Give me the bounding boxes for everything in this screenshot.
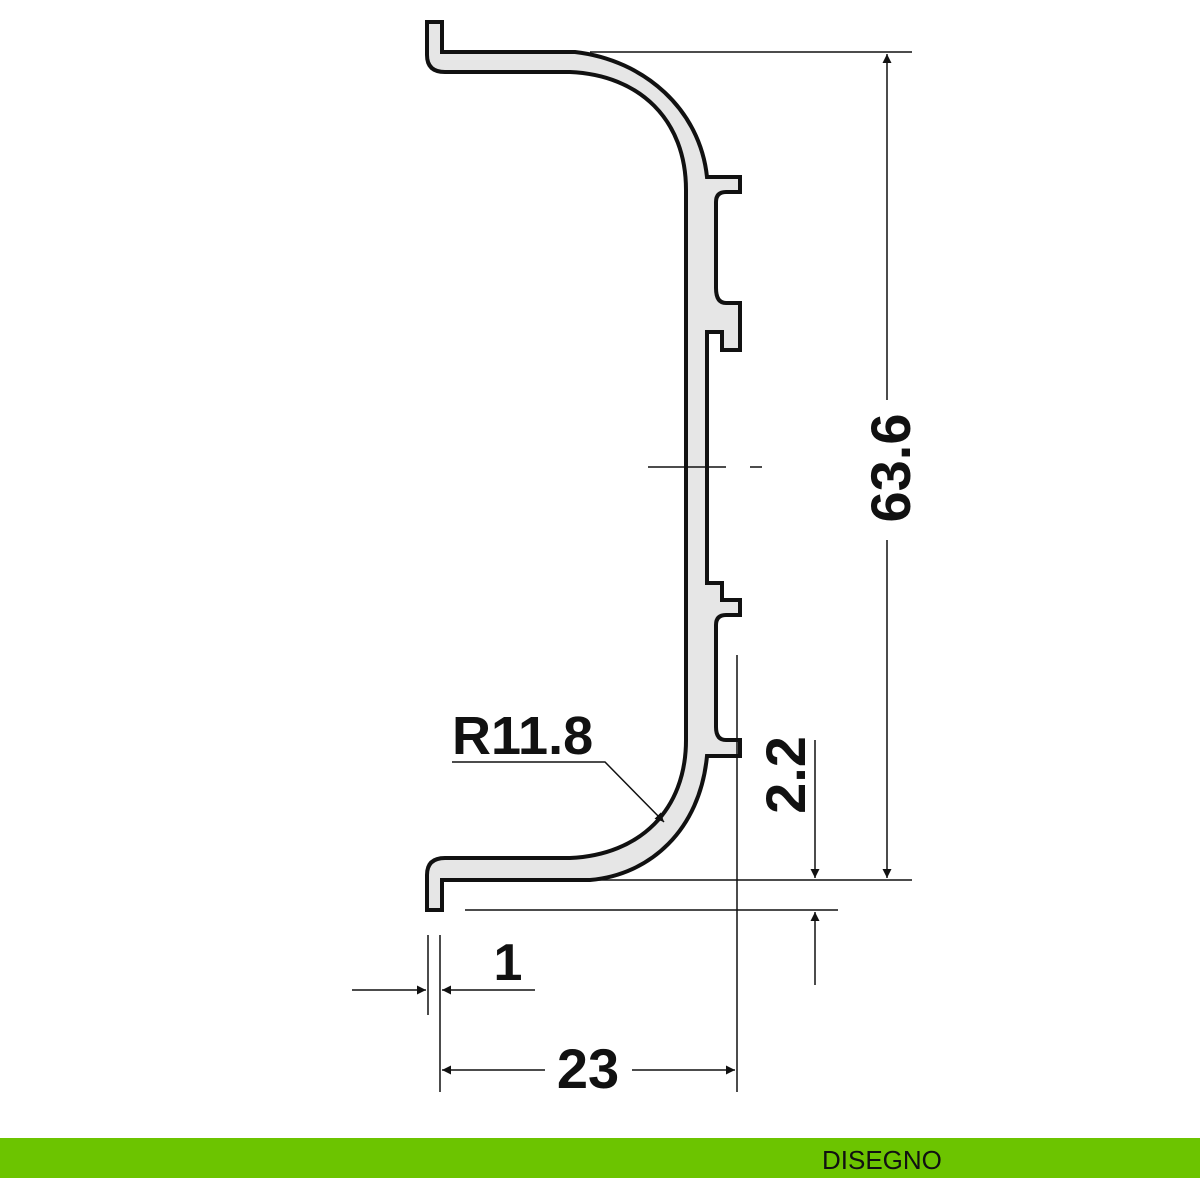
footer-bar (0, 1138, 1200, 1178)
extension-lines (427, 51, 912, 1092)
radius-label: R11.8 (452, 706, 593, 766)
offset-dimension-label: 2.2 (754, 736, 817, 814)
footer-label: DISEGNO (822, 1145, 942, 1175)
radius-leader (452, 761, 665, 823)
aluminium-profile-section (425, 20, 742, 912)
thickness-dimension-label: 1 (494, 934, 523, 992)
height-dimension-label: 63.6 (859, 414, 922, 523)
width-dimension-label: 23 (557, 1037, 619, 1100)
